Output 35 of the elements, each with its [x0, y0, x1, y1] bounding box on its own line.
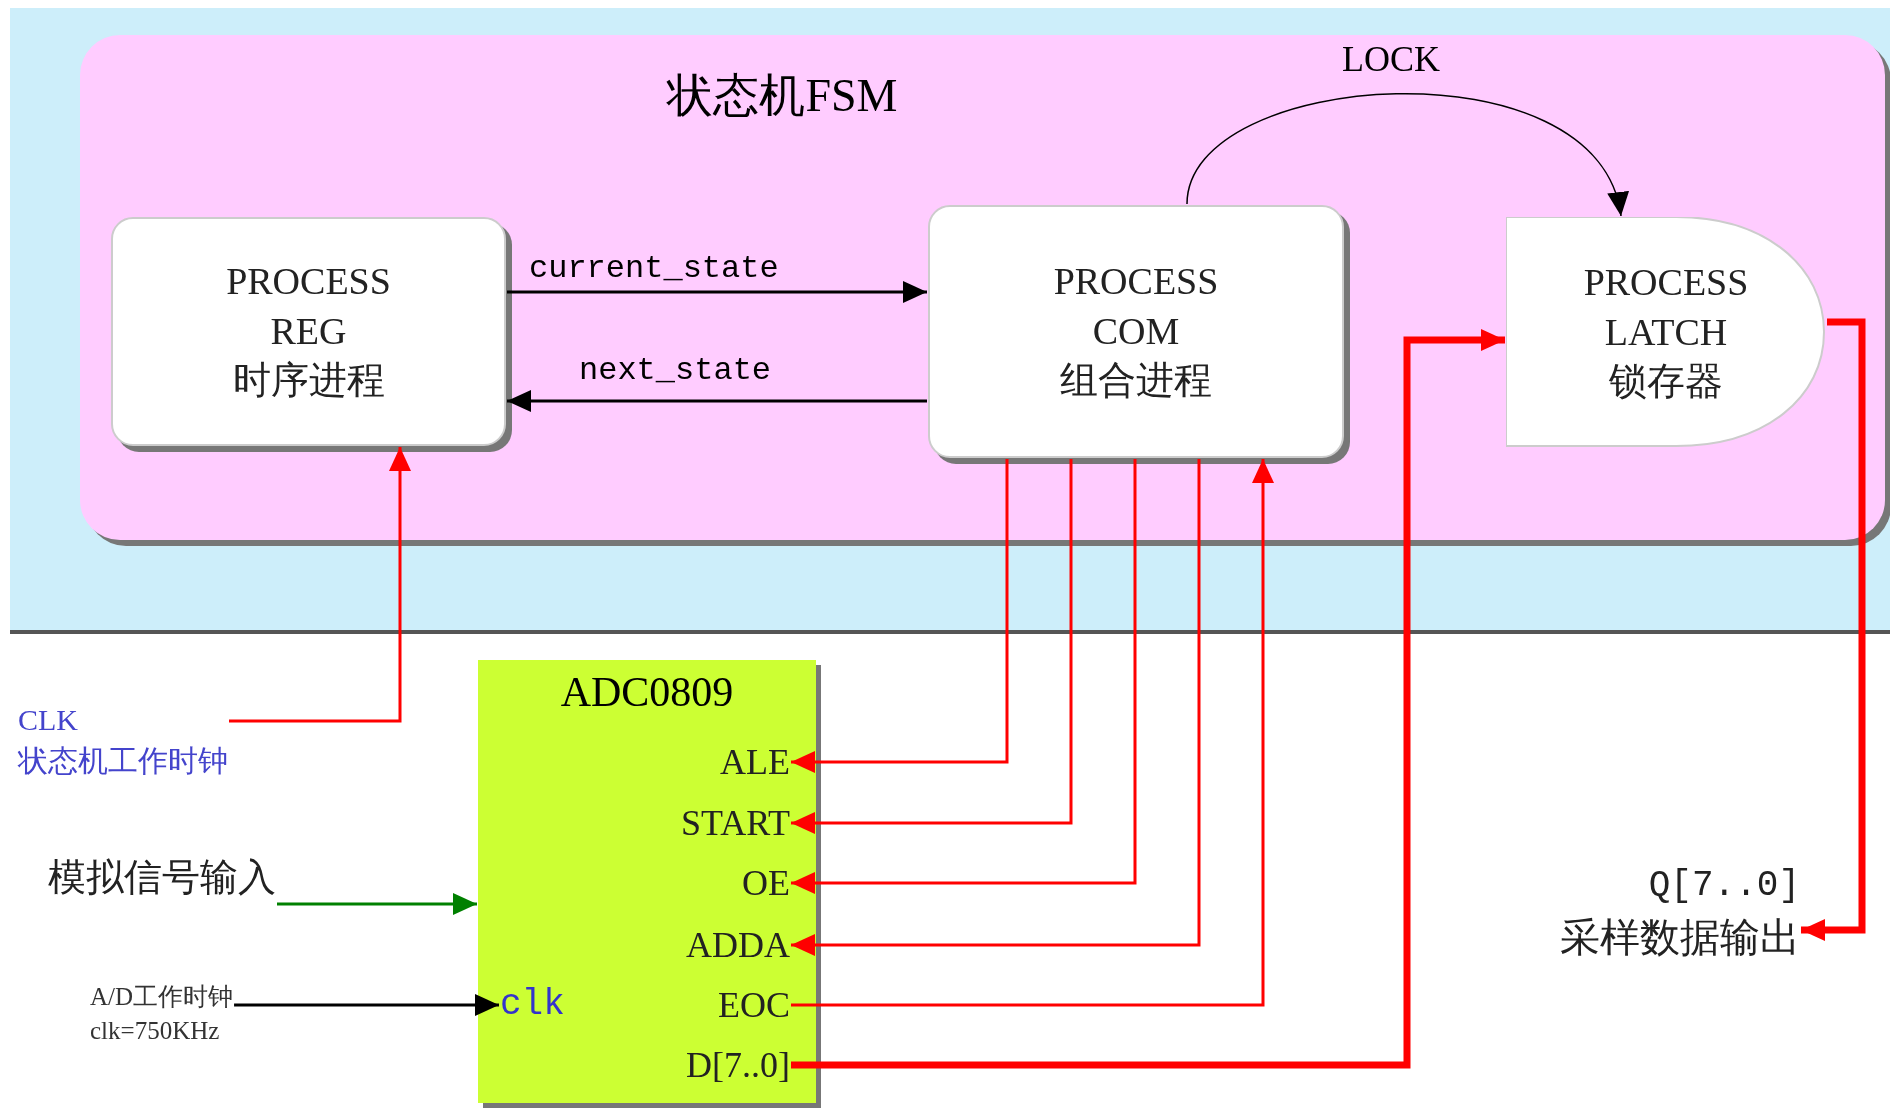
- process-name: PROCESS COM: [1053, 259, 1219, 354]
- pin-label: OE: [742, 863, 790, 903]
- signal-label: Q[7..0]: [1647, 864, 1800, 908]
- arrow: [791, 459, 1201, 956]
- pin-label: ADDA: [686, 925, 790, 965]
- process-caption: 时序进程: [232, 358, 385, 404]
- chip-title: ADC0809: [560, 668, 734, 716]
- signal-label: clk=750KHz: [90, 1015, 221, 1046]
- arrow: [1801, 318, 1866, 941]
- arrow: [791, 459, 1274, 1007]
- pin-label: ALE: [720, 742, 790, 782]
- latch-box: [1506, 217, 1826, 448]
- signal-label: 状态机工作时钟: [18, 742, 228, 779]
- process-name: PROCESS REG: [226, 259, 391, 354]
- arrow: [791, 459, 1137, 894]
- pin-label: EOC: [718, 985, 790, 1025]
- signal-label: A/D工作时钟: [90, 982, 234, 1012]
- arrow: [507, 390, 927, 412]
- arrow: [791, 459, 1073, 834]
- arrow: [229, 447, 411, 723]
- arrow: [791, 329, 1505, 1069]
- process-caption: 锁存器: [1609, 359, 1723, 405]
- process-caption: 组合进程: [1060, 358, 1212, 404]
- pin-label: D[7..0]: [686, 1045, 790, 1085]
- arrow: [507, 281, 927, 303]
- signal-label: 采样数据输出: [1560, 913, 1800, 962]
- arrow: [791, 459, 1009, 773]
- arrow: [234, 994, 499, 1016]
- pin-label: clk: [500, 985, 565, 1025]
- signal-label: CLK: [18, 702, 79, 738]
- pin-label: START: [681, 803, 790, 843]
- signal-label: 模拟信号输入: [48, 855, 276, 900]
- arrow: [277, 893, 477, 915]
- panel-title: 状态机FSM: [667, 69, 898, 123]
- process-name: PROCESS LATCH: [1583, 260, 1749, 355]
